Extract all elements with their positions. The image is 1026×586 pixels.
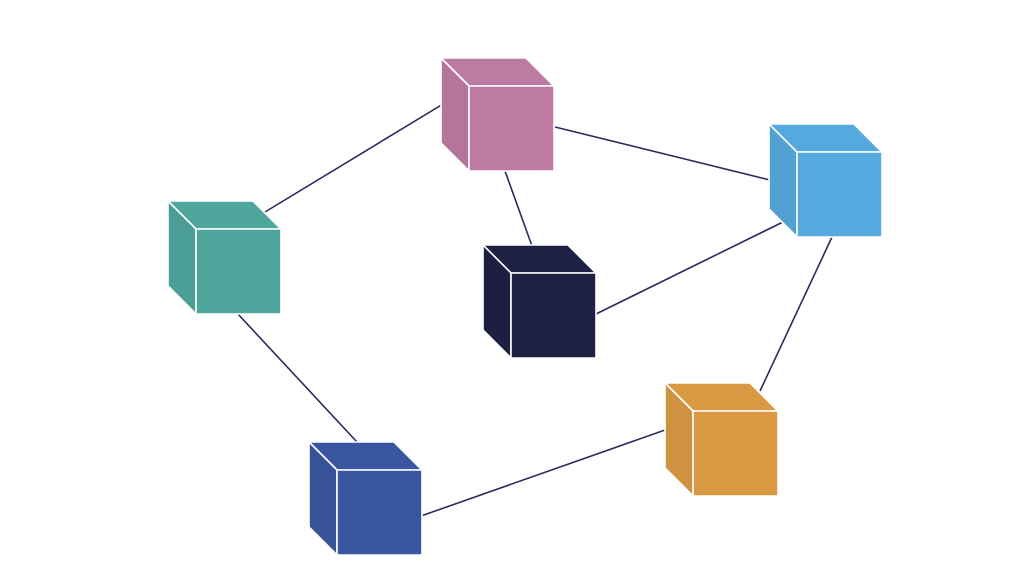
cube-front-face [468, 85, 555, 172]
cube-node-blue [767, 122, 884, 239]
cube-node-indigo [307, 440, 424, 557]
cube-front-face [692, 410, 779, 497]
edge-orange-indigo [420, 429, 666, 517]
cube-front-face [510, 272, 597, 359]
cube-node-orange [663, 381, 780, 498]
cube-node-teal [166, 199, 283, 316]
edge-navy-blue [595, 220, 786, 315]
edge-indigo-teal [236, 312, 358, 443]
cube-node-navy [481, 243, 598, 360]
nodes-layer [166, 56, 884, 557]
edge-pink-navy [504, 170, 533, 247]
edge-teal-pink [264, 103, 444, 213]
edge-pink-blue [554, 126, 771, 181]
cube-front-face [336, 469, 423, 556]
cube-node-pink [439, 56, 556, 173]
edges-layer [236, 103, 833, 517]
edge-blue-orange [759, 236, 833, 392]
cube-front-face [195, 228, 282, 315]
cube-front-face [796, 151, 883, 238]
